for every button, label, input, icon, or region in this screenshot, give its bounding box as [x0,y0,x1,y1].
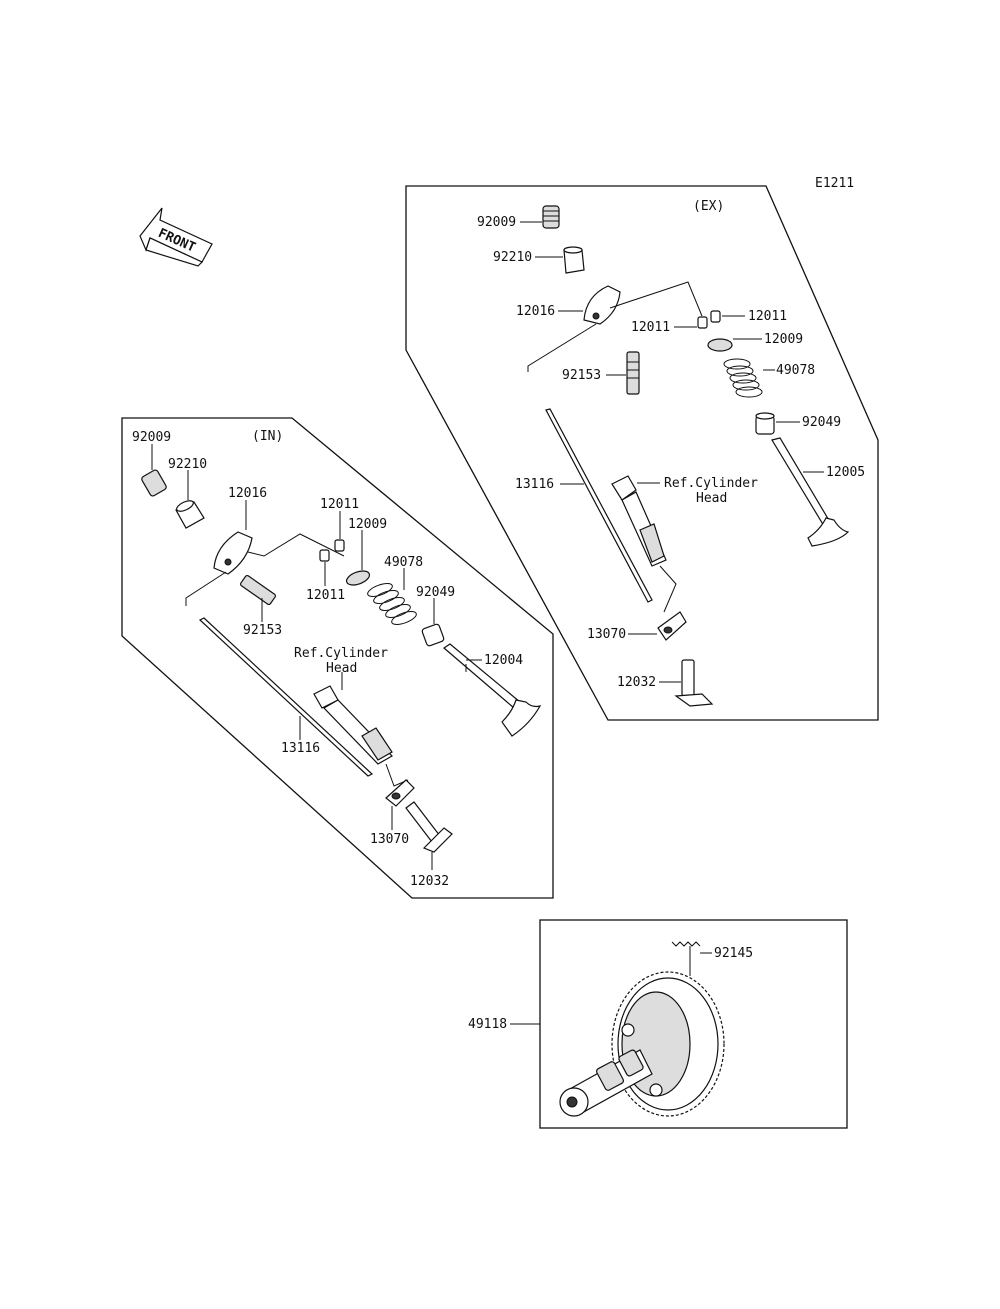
lock-nut-icon [175,500,205,529]
callout-label: 92009 [477,215,516,230]
exhaust-group: (EX) 92009 92210 12016 [405,185,879,721]
reference-note: Ref.Cylinder [294,646,388,661]
callout-label: 92009 [132,430,171,445]
governor-spring-icon [671,941,701,976]
cylinder-head-reference-icon [313,685,393,765]
callout-label: 12011 [320,497,359,512]
camshaft-group: 92145 49118 [468,919,848,1129]
front-arrow-icon: FRONT [139,207,213,267]
intake-valve-icon [443,643,542,737]
callout-label: 49118 [468,1017,507,1032]
push-rod-guide-icon [385,779,415,807]
pivot-stud-icon [239,574,277,606]
spring-retainer-icon [345,570,371,586]
valve-keeper-icon [697,310,721,329]
callout-label: 13116 [281,741,320,756]
push-rod-guide-icon [657,611,687,641]
tappet-icon [674,659,714,707]
adjuster-screw-icon [542,205,560,229]
callout-label: 12009 [764,332,803,347]
lock-nut-icon [563,246,585,274]
camshaft-icon [559,971,725,1117]
callout-label: 12005 [826,465,865,480]
callout-label: 49078 [384,555,423,570]
cylinder-head-reference-icon [611,475,667,567]
callout-label: 12009 [348,517,387,532]
intake-group: (IN) 92009 92210 12016 12011 120 [121,417,554,899]
callout-label: 12016 [228,486,267,501]
callout-label: 92145 [714,946,753,961]
adjuster-screw-icon [141,469,167,497]
intake-frame [121,417,554,899]
callout-label: 49078 [776,363,815,378]
callout-label: 12011 [631,320,670,335]
callout-label: 92049 [802,415,841,430]
push-rod-icon [545,408,653,603]
valve-stem-seal-icon [421,623,445,647]
push-rod-icon [198,617,374,777]
spring-retainer-icon [707,338,733,352]
callout-label: 12016 [516,304,555,319]
valve-keeper-icon [319,539,345,562]
intake-label: (IN) [252,429,283,444]
reference-note: Head [696,491,727,506]
reference-note: Head [326,661,357,676]
callout-label: 12032 [410,874,449,889]
callout-label: 13070 [370,832,409,847]
callout-label: 13070 [587,627,626,642]
callout-label: 92049 [416,585,455,600]
callout-label: 92153 [243,623,282,638]
valve-spring-icon [723,358,763,398]
rocker-arm-icon [583,285,621,325]
pivot-stud-icon [626,351,640,395]
callout-label: 12011 [306,588,345,603]
callout-label: 12004 [484,653,523,668]
rocker-arm-icon [213,531,253,575]
callout-label: 13116 [515,477,554,492]
callout-label: 92153 [562,368,601,383]
exhaust-valve-icon [771,437,850,547]
valve-stem-seal-icon [755,412,775,435]
callout-label: 92210 [168,457,207,472]
reference-note: Ref.Cylinder [664,476,758,491]
callout-label: 12032 [617,675,656,690]
tappet-icon [405,801,453,853]
valve-spring-icon [367,583,417,625]
exhaust-frame [405,185,879,721]
diagram-code: E1211 [815,176,854,191]
callout-label: 12011 [748,309,787,324]
callout-label: 92210 [493,250,532,265]
exhaust-label: (EX) [693,199,724,214]
